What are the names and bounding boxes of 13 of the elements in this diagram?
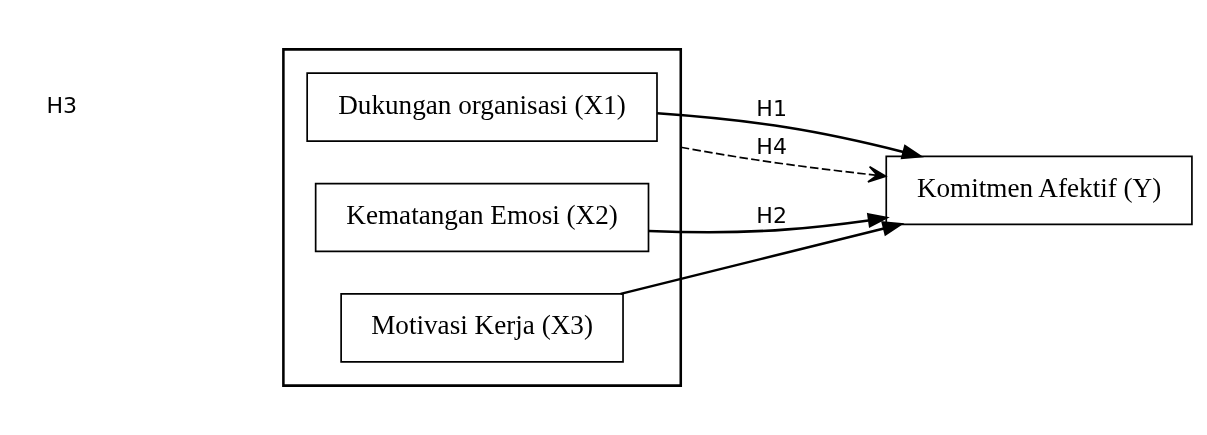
arrow: [679, 146, 887, 183]
node-box: Komitmen Afektif (Y): [885, 155, 1193, 226]
node-box: Kematangan Emosi (X2): [314, 182, 650, 253]
arrow: [657, 112, 924, 160]
edge-label: H2: [756, 203, 787, 229]
arrow: [620, 221, 905, 296]
edge-label: H4: [756, 133, 787, 159]
node-box: Dukungan organisasi (X1): [306, 72, 658, 142]
node-box: Motivasi Kerja (X3): [340, 293, 624, 363]
cluster: [282, 48, 683, 387]
arrow: [648, 212, 890, 234]
label: H3: [46, 92, 78, 118]
edge-label: H1: [756, 96, 787, 122]
